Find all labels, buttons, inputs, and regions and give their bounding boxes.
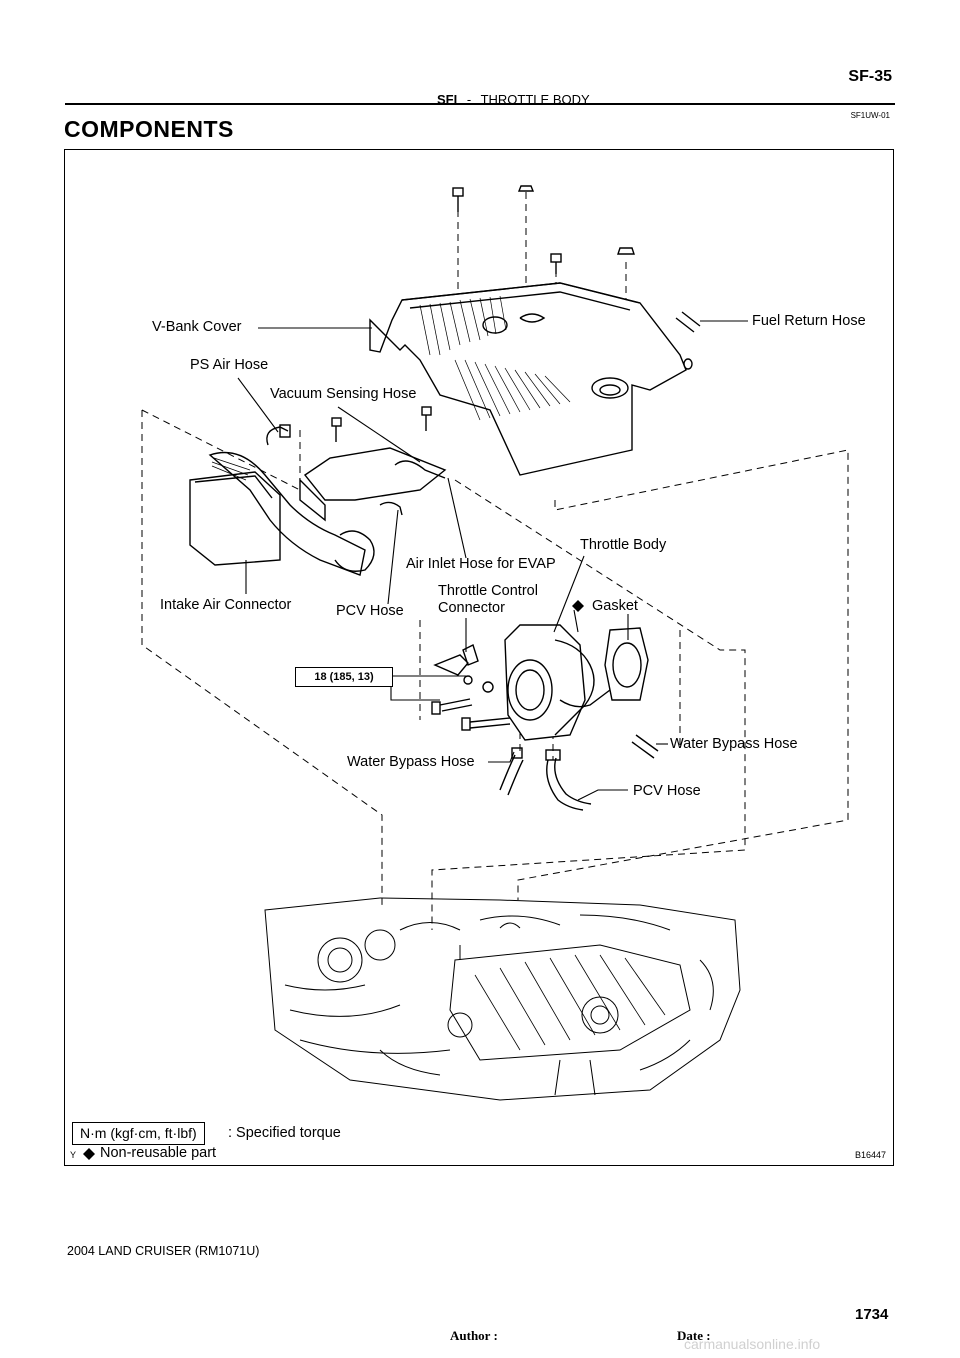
figure-id: B16447 [855,1150,887,1160]
label-pcv-hose-lower: PCV Hose [633,783,701,799]
label-throttle-control-line2: Connector [438,600,505,616]
label-v-bank-cover: V-Bank Cover [152,319,242,335]
label-fuel-return-hose: Fuel Return Hose [752,313,866,329]
label-gasket: Gasket [592,598,638,614]
footer-vehicle: 2004 LAND CRUISER (RM1071U) [67,1244,260,1258]
label-air-inlet-hose: Air Inlet Hose for EVAP [406,556,556,572]
legend-torque-unit-box: N·m (kgf·cm, ft·lbf) [72,1122,205,1145]
label-water-bypass-hose-left: Water Bypass Hose [347,754,475,770]
gasket-nonreusable-marker [572,600,584,612]
torque-spec-box: 18 (185, 13) [295,667,393,687]
watermark: carmanualsonline.info [684,1336,821,1352]
page-heading: COMPONENTS [64,116,234,142]
legend-torque-text: : Specified torque [228,1125,341,1141]
label-intake-air-connector: Intake Air Connector [160,597,292,613]
label-throttle-control-line1: Throttle Control [438,583,538,599]
header-rule [65,103,895,105]
label-pcv-hose-upper: PCV Hose [336,603,404,619]
author-label: Author : [450,1328,498,1343]
label-throttle-control-connector: Throttle Control Connector [438,583,538,617]
label-ps-air-hose: PS Air Hose [190,357,269,373]
components-figure [64,149,894,1166]
page-code: SF-35 [848,68,892,85]
label-water-bypass-hose-right: Water Bypass Hose [670,736,798,752]
date-label: Date : [677,1328,711,1343]
label-vacuum-sensing-hose: Vacuum Sensing Hose [270,386,417,402]
legend-nonreusable-marker [83,1148,95,1160]
page-number: 1734 [855,1306,889,1323]
label-throttle-body: Throttle Body [580,537,667,553]
legend-mark: Y [70,1150,77,1160]
legend-nonreusable-text: Non-reusable part [100,1145,217,1161]
document-code: SF1UW-01 [850,111,890,120]
header-separator: - [466,92,472,107]
